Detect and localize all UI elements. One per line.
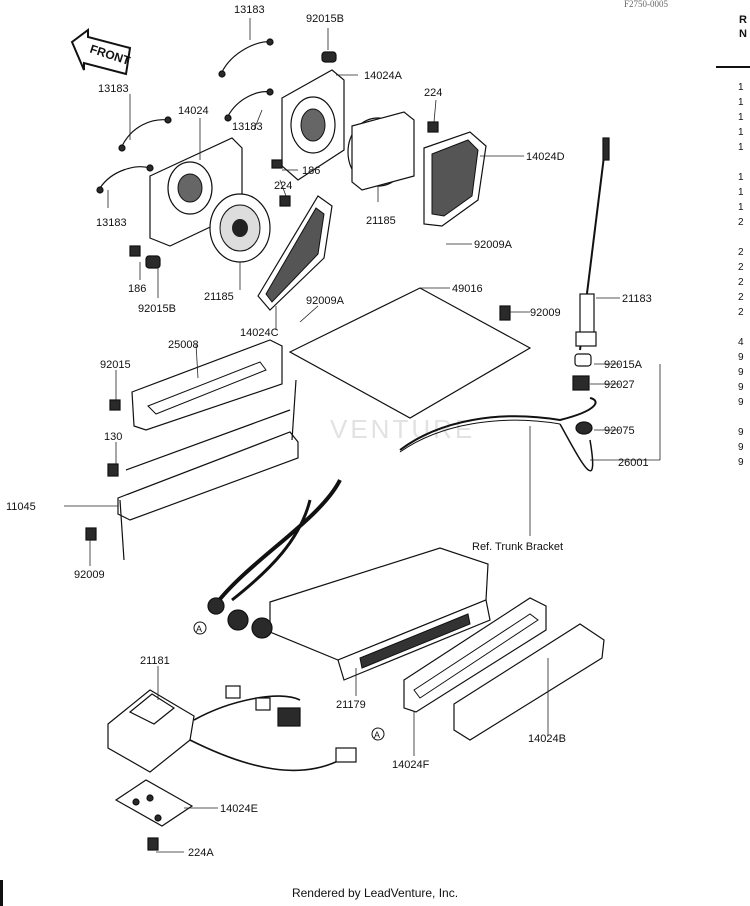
label-130: 130 (104, 431, 122, 443)
edge-item: 2 (738, 292, 744, 303)
label-21185-right: 21185 (366, 215, 396, 227)
edge-item: 2 (738, 307, 744, 318)
label-92015b-top: 92015B (306, 13, 344, 25)
label-21183: 21183 (622, 293, 652, 305)
antenna-21183 (572, 137, 610, 435)
edge-item: 9 (738, 367, 744, 378)
connector-mark-a-right: A (371, 727, 385, 741)
watermark: VENTURE (330, 414, 475, 444)
connector-mark-a-left: A (193, 621, 207, 635)
edge-header-n: N (739, 28, 747, 40)
label-21181: 21181 (140, 655, 170, 667)
label-224a: 224A (188, 847, 214, 859)
label-92015: 92015 (100, 359, 131, 371)
label-92015a: 92015A (604, 359, 643, 371)
edge-item: 9 (738, 382, 744, 393)
edge-item: 1 (738, 202, 744, 213)
label-13183-left: 13183 (98, 83, 129, 95)
label-ref-trunk: Ref. Trunk Bracket (472, 541, 563, 553)
label-92027: 92027 (604, 379, 635, 391)
page-code: F2750-0005 (624, 0, 669, 9)
leader-lines (64, 18, 661, 853)
label-13183-mid: 13183 (232, 121, 263, 133)
edge-item: 1 (738, 142, 744, 153)
label-11045: 11045 (6, 501, 36, 513)
label-224-top: 224 (424, 87, 442, 99)
edge-item: 1 (738, 187, 744, 198)
label-14024c: 14024C (240, 327, 279, 339)
edge-item: 2 (738, 262, 744, 273)
edge-item: 1 (738, 112, 744, 123)
label-14024f: 14024F (392, 759, 430, 771)
footer-credit: Rendered by LeadVenture, Inc. (291, 886, 459, 900)
label-14024d: 14024D (526, 151, 565, 163)
speaker-box-14024a (281, 51, 345, 181)
edge-item: 1 (738, 97, 744, 108)
edge-item: 9 (738, 457, 744, 468)
edge-rule (716, 66, 750, 68)
speaker-21185-right (347, 111, 415, 191)
svg-text:A: A (196, 624, 202, 634)
label-13183-bottom: 13183 (96, 217, 127, 229)
label-14024: 14024 (178, 105, 209, 117)
mat-49016 (288, 287, 532, 419)
cover-14024e (114, 779, 194, 827)
edge-item: 9 (738, 427, 744, 438)
frame-11045 (117, 431, 299, 521)
label-14024a: 14024A (364, 70, 403, 82)
speaker-21185-left (209, 193, 271, 263)
edge-item: 1 (738, 172, 744, 183)
grille-14024d (423, 131, 487, 227)
edge-item: 1 (738, 127, 744, 138)
cover-14024b (453, 623, 605, 741)
radio-unit-21179 (269, 547, 491, 681)
label-13183-top: 13183 (234, 4, 265, 16)
edge-item: 4 (738, 337, 744, 348)
grille-14024c (257, 195, 333, 311)
label-14024b: 14024B (528, 733, 566, 745)
edge-item: 9 (738, 397, 744, 408)
edge-header-r: R (739, 14, 747, 26)
label-21185-left: 21185 (204, 291, 234, 303)
label-92009a-right: 92009A (474, 239, 513, 251)
label-92009-top: 92009 (530, 307, 561, 319)
label-92009a-left: 92009A (306, 295, 345, 307)
front-arrow-icon: FRONT (70, 28, 132, 76)
label-25008: 25008 (168, 339, 199, 351)
label-92009-bottom: 92009 (74, 569, 105, 581)
edge-item: 9 (738, 352, 744, 363)
edge-item: 2 (738, 217, 744, 228)
edge-item: 9 (738, 442, 744, 453)
edge-item: 1 (738, 82, 744, 93)
label-186-top: 186 (302, 165, 320, 177)
label-26001: 26001 (618, 457, 649, 469)
label-92015b-bottom: 92015B (138, 303, 176, 315)
edge-item: 2 (738, 247, 744, 258)
label-21179: 21179 (336, 699, 366, 711)
amplifier-21181 (107, 685, 357, 773)
label-186-bottom: 186 (128, 283, 146, 295)
label-224-mid: 224 (274, 180, 292, 192)
label-92075: 92075 (604, 425, 635, 437)
edge-item: 2 (738, 277, 744, 288)
svg-text:A: A (374, 730, 380, 740)
label-14024e: 14024E (220, 803, 258, 815)
label-49016: 49016 (452, 283, 483, 295)
